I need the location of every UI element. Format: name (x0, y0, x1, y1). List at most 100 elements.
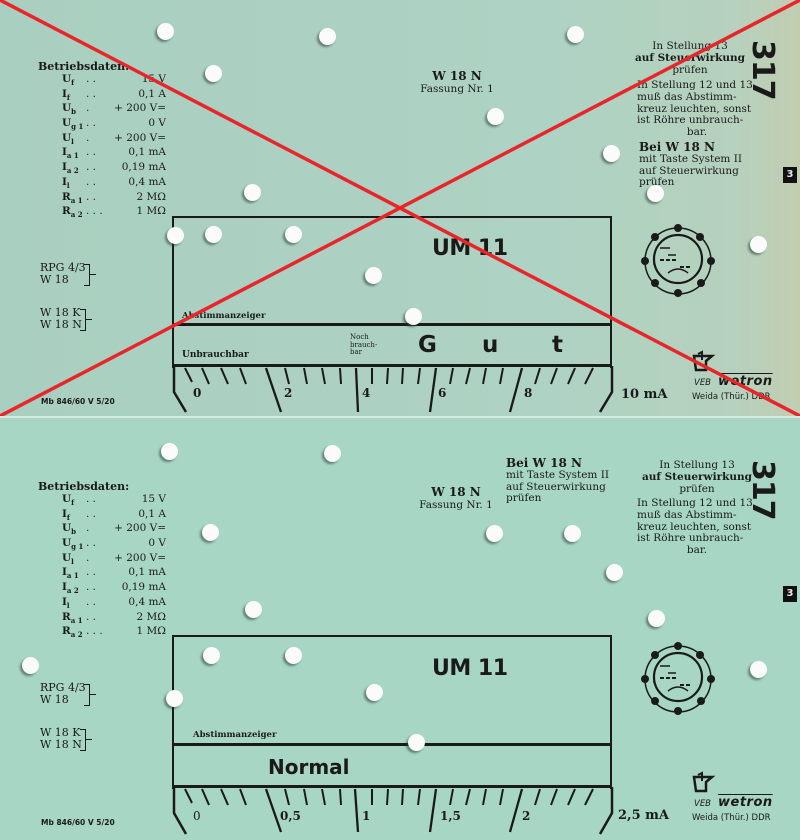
bracket (80, 729, 86, 751)
operating-data-row: Uf. .15 V (62, 493, 166, 509)
parameter-value: 2 MΩ (136, 610, 166, 623)
parameter-symbol: Ul (62, 551, 74, 566)
operating-data-row: Ra 1. .2 MΩ (62, 610, 166, 627)
punch-hole (245, 601, 262, 618)
leader-dots: . . (86, 146, 97, 159)
parameter-symbol: Ia 2 (62, 581, 79, 596)
leader-dots: . (86, 102, 90, 115)
scale-tick-label: 0,5 (280, 809, 301, 823)
operating-data-row: Ug 1. .0 V (62, 117, 166, 133)
equivalent-group-1: RPG 4/3 W 18 (40, 681, 86, 706)
instruction-system: Bei W 18 N mit Taste System II auf Steue… (506, 456, 610, 505)
punch-hole (405, 308, 422, 325)
scale-unit: 10 mA (621, 387, 668, 402)
leader-dots: . . (86, 73, 97, 85)
instruction-check: In Stellung 12 und 13 muß das Abstimm- k… (637, 497, 753, 557)
leader-dots: . . (86, 581, 97, 594)
parameter-symbol: Ug 1 (62, 117, 84, 132)
punch-hole (319, 28, 336, 45)
scale-tick-label: 6 (438, 386, 447, 400)
cross-out-mark (0, 0, 800, 417)
bracket-tick (86, 739, 92, 741)
punch-hole (567, 26, 584, 43)
equivalent-group-2: W 18 K W 18 N (40, 726, 82, 751)
punch-hole (205, 226, 222, 243)
parameter-symbol: Ia 1 (62, 146, 79, 161)
operating-data-title: Betriebsdaten: (38, 480, 130, 493)
leader-dots: . . (86, 537, 97, 550)
punch-hole (324, 445, 341, 462)
parameter-value: + 200 V= (114, 102, 166, 115)
operating-data-list: Uf. .15 VIf. .0,1 AUb.+ 200 V=Ug 1. .0 V… (62, 73, 166, 221)
parameter-value: 0,19 mA (121, 161, 166, 174)
parameter-symbol: Uf (62, 73, 75, 88)
operating-data-row: Ul.+ 200 V= (62, 551, 166, 568)
punch-hole (648, 610, 665, 627)
leader-dots: . (86, 131, 90, 144)
parameter-symbol: Uf (62, 493, 75, 508)
parameter-symbol: Ia 1 (62, 566, 79, 581)
punch-hole (366, 684, 383, 701)
meter-scale (172, 366, 614, 413)
parameter-symbol: Il (62, 175, 70, 190)
manufacturer-brand: wetron (718, 374, 773, 389)
tab-number: 3 (783, 586, 797, 602)
punch-hole (750, 661, 767, 678)
bracket (80, 309, 86, 331)
leader-dots: . (86, 522, 90, 535)
parameter-value: 15 V (141, 493, 166, 505)
leader-dots: . . (86, 566, 97, 579)
socket-label: Fassung Nr. 1 (420, 83, 494, 95)
instruction-main: In Stellung 13 auf Steuerwirkung prüfen (641, 459, 752, 495)
leader-dots: . . (86, 117, 97, 130)
indicator-label: Abstimmanzeiger (182, 311, 266, 321)
scale-tick-label: 2 (284, 386, 293, 400)
punch-hole (157, 23, 174, 40)
tube-pin-diagram (641, 642, 715, 715)
parameter-symbol: Ra 1 (62, 190, 83, 205)
parameter-value: + 200 V= (114, 551, 166, 564)
instruction-system: Bei W 18 N mit Taste System II auf Steue… (639, 140, 743, 189)
punch-hole (486, 525, 503, 542)
scale-tick-label: 4 (362, 386, 371, 400)
parameter-value: 1 MΩ (136, 625, 166, 638)
parameter-symbol: Ra 2 (62, 205, 83, 220)
zone-normal: Normal (268, 755, 350, 779)
card-divider (0, 416, 800, 419)
parameter-symbol: Ul (62, 131, 74, 146)
zone-good-t: t (552, 332, 563, 358)
operating-data-row: If. .0,1 A (62, 88, 166, 104)
socket-tube: W 18 N (431, 485, 481, 499)
scale-tick-label: 0 (193, 809, 201, 823)
equivalent-group-2: W 18 K W 18 N (40, 306, 82, 331)
parameter-symbol: If (62, 507, 70, 522)
tube-card-top-crossed-out: Betriebsdaten: Uf. .15 VIf. .0,1 AUb.+ 2… (0, 0, 800, 417)
parameter-value: 0 V (148, 537, 166, 550)
punch-hole (487, 108, 504, 125)
punch-hole (606, 564, 623, 581)
meter-frame (172, 216, 612, 368)
parameter-symbol: Ub (62, 522, 77, 537)
punch-hole (205, 65, 222, 82)
operating-data-row: Ug 1. . 0 V (62, 537, 166, 553)
leader-dots: . . (86, 161, 97, 174)
manufacturer-location: Weida (Thür.) DDR (692, 392, 771, 402)
punch-hole (750, 236, 767, 253)
parameter-value: 0,1 mA (128, 566, 166, 579)
zone-unusable: Unbrauchbar (182, 350, 249, 360)
parameter-symbol: Ug 1 (62, 537, 84, 552)
socket-label: Fassung Nr. 1 (419, 499, 493, 511)
parameter-value: 0,1 A (138, 507, 166, 520)
parameter-symbol: Il (62, 595, 70, 610)
parameter-symbol: Ia 2 (62, 161, 79, 176)
zone-marginal: Noch brauch- bar (350, 333, 378, 356)
operating-data-row: Ub.+ 200 V= (62, 103, 166, 118)
punch-hole (647, 185, 664, 202)
indicator-label: Abstimmanzeiger (193, 730, 277, 740)
leader-dots: . . (86, 175, 97, 188)
operating-data-row: Il. .0,4 mA (62, 175, 166, 192)
manufacturer-location: Weida (Thür.) DDR (692, 813, 771, 823)
manufacturer-brand: wetron (718, 795, 773, 810)
socket-info: W 18 N Fassung Nr. 1 (410, 486, 502, 511)
